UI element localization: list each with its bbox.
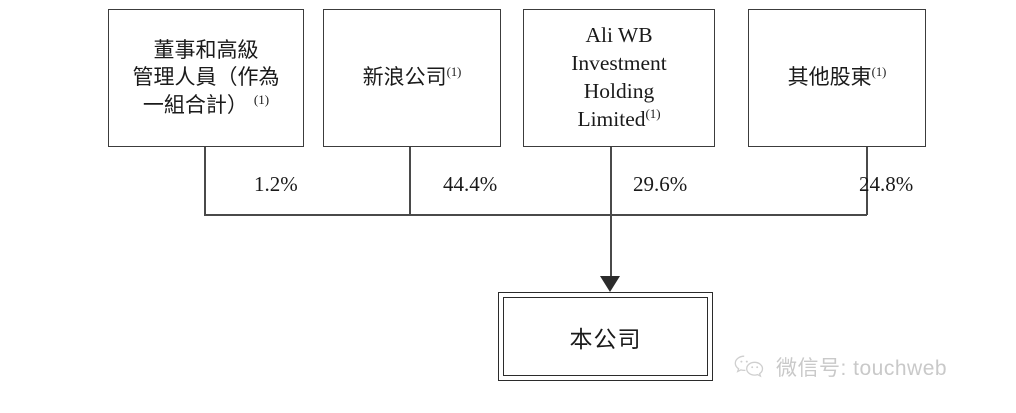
connector-drop-directors: [204, 147, 206, 215]
connector-drop-ali-wb: [610, 147, 612, 215]
ownership-percent-directors: 1.2%: [254, 172, 298, 196]
shareholder-box-directors: 董事和高級管理人員（作為一組合計）(1): [108, 9, 304, 147]
shareholder-label-sina: 新浪公司(1): [362, 65, 462, 90]
ownership-percent-ali-wb: 29.6%: [633, 172, 688, 196]
footnote-marker-sina: (1): [446, 65, 462, 80]
watermark-text: 微信号: touchweb: [776, 357, 948, 380]
ownership-percent-sina: 44.4%: [443, 172, 498, 196]
footnote-marker-ali-wb: (1): [645, 106, 661, 121]
arrow-down-icon: [600, 276, 620, 292]
shareholder-label-other: 其他股東(1): [787, 65, 887, 90]
ownership-percent-other: 24.8%: [859, 172, 914, 196]
shareholder-label-directors: 董事和高級管理人員（作為一組合計）(1): [132, 38, 280, 117]
company-box: 本公司: [498, 292, 713, 381]
connector-drop-other: [866, 147, 868, 215]
footnote-marker-directors: (1): [253, 91, 270, 107]
shareholder-box-sina: 新浪公司(1): [323, 9, 501, 147]
connector-drop-sina: [409, 147, 411, 215]
shareholder-box-other: 其他股東(1): [748, 9, 926, 147]
watermark: 微信号: touchweb: [733, 352, 947, 382]
connector-bus-line: [204, 214, 867, 216]
company-box-inner: 本公司: [503, 297, 708, 376]
wechat-icon: [733, 354, 767, 380]
company-label: 本公司: [569, 326, 642, 352]
footnote-marker-other: (1): [871, 65, 887, 80]
connector-trunk-line: [610, 214, 612, 279]
